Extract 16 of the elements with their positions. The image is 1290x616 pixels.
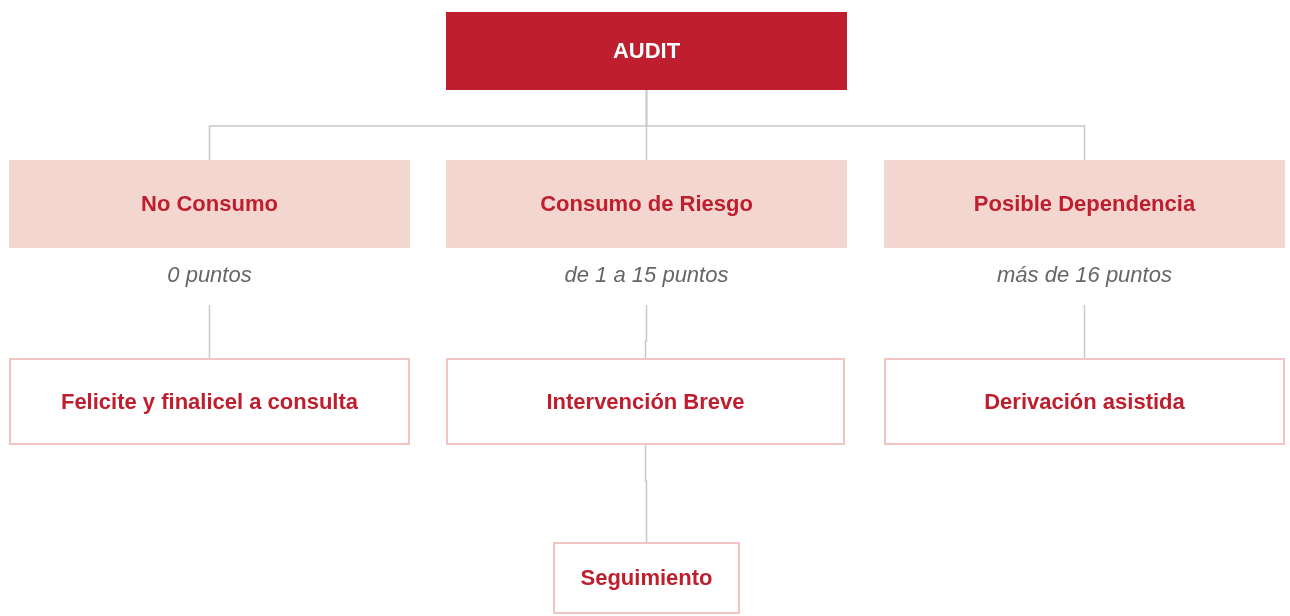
title-box: AUDIT bbox=[446, 12, 847, 90]
action-box: Intervención Breve bbox=[446, 358, 845, 445]
action-box: Felicite y finalicel a consulta bbox=[9, 358, 410, 445]
connector-line bbox=[645, 89, 1086, 161]
score-range-note: de 1 a 15 puntos bbox=[563, 262, 730, 288]
connector-line bbox=[208, 304, 211, 359]
connector-line bbox=[644, 304, 648, 359]
category-box: Posible Dependencia bbox=[884, 160, 1285, 248]
connector-line bbox=[1083, 304, 1086, 359]
category-box: Consumo de Riesgo bbox=[446, 160, 847, 248]
category-box: No Consumo bbox=[9, 160, 410, 248]
connector-line bbox=[644, 444, 648, 543]
score-range-note: más de 16 puntos bbox=[996, 262, 1173, 288]
score-range-note: 0 puntos bbox=[166, 262, 253, 288]
action-box: Seguimiento bbox=[553, 542, 740, 614]
action-box: Derivación asistida bbox=[884, 358, 1285, 445]
